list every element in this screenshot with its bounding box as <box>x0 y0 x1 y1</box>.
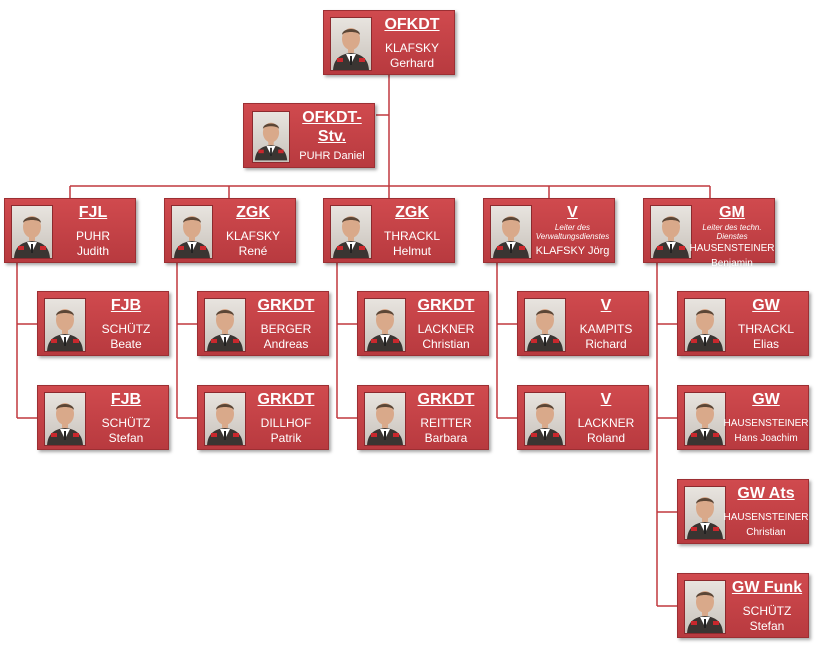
person-photo-icon <box>524 392 566 446</box>
node-member: GRKDT LACKNER Christian <box>357 291 489 356</box>
person-photo-icon <box>364 392 406 446</box>
node-firstname: Andreas <box>263 337 309 351</box>
person-photo-icon <box>650 205 692 259</box>
node-member: GRKDT DILLHOF Patrik <box>197 385 329 450</box>
node-firstname: Stefan <box>749 619 785 633</box>
node-role: GM <box>719 204 745 221</box>
node-firstname: Roland <box>586 431 626 445</box>
person-photo-icon <box>684 298 726 352</box>
node-firstname: René <box>238 244 268 258</box>
node-v-leiter: V Leiter des Verwaltungsdienstes KLAFSKY… <box>483 198 615 263</box>
person-photo-icon <box>524 298 566 352</box>
node-surname: SCHÜTZ <box>101 416 151 430</box>
node-role: V <box>600 297 612 314</box>
node-surname: KLAFSKY <box>384 41 440 55</box>
node-role: GRKDT <box>417 297 475 314</box>
node-role: GW Funk <box>731 579 803 596</box>
person-photo-icon <box>330 17 372 71</box>
node-surname: LACKNER <box>417 322 475 336</box>
node-subtitle: Leiter des Verwaltungsdienstes <box>535 223 610 241</box>
node-firstname: Beate <box>110 337 142 351</box>
person-photo-icon <box>364 298 406 352</box>
node-role: GW <box>752 391 780 408</box>
node-firstname: Gerhard <box>389 56 435 70</box>
person-photo-icon <box>11 205 53 259</box>
node-ofkdt-stv: OFKDT- Stv. PUHR Daniel <box>243 103 375 168</box>
node-name: KLAFSKY Jörg <box>535 245 610 257</box>
person-photo-icon <box>204 298 246 352</box>
node-surname: HAUSENSTEINER <box>689 243 775 254</box>
node-role: GW <box>752 297 780 314</box>
node-firstname: Barbara <box>424 431 468 445</box>
node-surname: LACKNER <box>577 416 635 430</box>
node-role: GW Ats <box>737 485 795 502</box>
node-member: GRKDT BERGER Andreas <box>197 291 329 356</box>
node-member: FJB SCHÜTZ Beate <box>37 291 169 356</box>
node-member: V KAMPITS Richard <box>517 291 649 356</box>
node-firstname: Elias <box>752 337 779 351</box>
node-surname: BERGER <box>260 322 312 336</box>
node-firstname: Helmut <box>392 244 431 258</box>
node-role: V <box>600 391 612 408</box>
person-photo-icon <box>684 392 726 446</box>
node-ofkdt: OFKDT KLAFSKY Gerhard <box>323 10 455 75</box>
node-role-line2: Stv. <box>317 128 347 145</box>
person-photo-icon <box>684 580 726 634</box>
node-member: GW HAUSENSTEINER Hans Joachim <box>677 385 809 450</box>
node-firstname: Stefan <box>108 431 144 445</box>
node-zgk-klafsky: ZGK KLAFSKY René <box>164 198 296 263</box>
node-role: FJB <box>110 297 142 314</box>
node-surname: THRACKL <box>737 322 794 336</box>
person-photo-icon <box>171 205 213 259</box>
node-member: FJB SCHÜTZ Stefan <box>37 385 169 450</box>
node-surname: PUHR <box>75 229 110 243</box>
node-surname: HAUSENSTEINER <box>723 418 809 429</box>
node-role: GRKDT <box>417 391 475 408</box>
node-firstname: Christian <box>746 527 786 538</box>
node-surname: REITTER <box>420 416 472 430</box>
person-photo-icon <box>204 392 246 446</box>
node-surname: HAUSENSTEINER <box>723 512 809 523</box>
node-firstname: Hans Joachim <box>734 433 798 444</box>
node-role-line1: OFKDT- <box>302 109 362 126</box>
node-role: V <box>567 204 578 221</box>
node-firstname: Benjamin <box>711 258 753 269</box>
person-photo-icon <box>44 392 86 446</box>
node-gm: GM Leiter des techn. Dienstes HAUSENSTEI… <box>643 198 775 269</box>
node-member: GW Funk SCHÜTZ Stefan <box>677 573 809 638</box>
node-firstname: Christian <box>422 337 470 351</box>
node-member: GW Ats HAUSENSTEINER Christian <box>677 479 809 544</box>
node-role: GRKDT <box>257 297 315 314</box>
person-photo-icon <box>44 298 86 352</box>
node-role: FJB <box>110 391 142 408</box>
node-zgk-thrackl: ZGK THRACKL Helmut <box>323 198 455 263</box>
node-surname: SCHÜTZ <box>742 604 792 618</box>
node-role: GRKDT <box>257 391 315 408</box>
node-surname: SCHÜTZ <box>101 322 151 336</box>
node-surname: DILLHOF <box>260 416 312 430</box>
node-member: V LACKNER Roland <box>517 385 649 450</box>
node-surname: THRACKL <box>383 229 440 243</box>
node-role: FJL <box>78 204 108 221</box>
person-photo-icon <box>684 486 726 540</box>
node-surname: KLAFSKY <box>225 229 281 243</box>
node-role: OFKDT <box>384 16 440 33</box>
node-role: ZGK <box>395 204 429 221</box>
person-photo-icon <box>330 205 372 259</box>
node-member: GW THRACKL Elias <box>677 291 809 356</box>
node-surname: KAMPITS <box>579 322 633 336</box>
node-member: GRKDT REITTER Barbara <box>357 385 489 450</box>
person-photo-icon <box>490 205 532 259</box>
node-name: PUHR Daniel <box>299 150 365 162</box>
node-firstname: Judith <box>76 244 110 258</box>
node-firstname: Patrik <box>270 431 302 445</box>
node-firstname: Richard <box>585 337 627 351</box>
node-subtitle: Leiter des techn. Dienstes <box>702 223 762 241</box>
person-photo-icon <box>252 111 290 163</box>
node-fjl: FJL PUHR Judith <box>4 198 136 263</box>
node-role: ZGK <box>236 204 270 221</box>
